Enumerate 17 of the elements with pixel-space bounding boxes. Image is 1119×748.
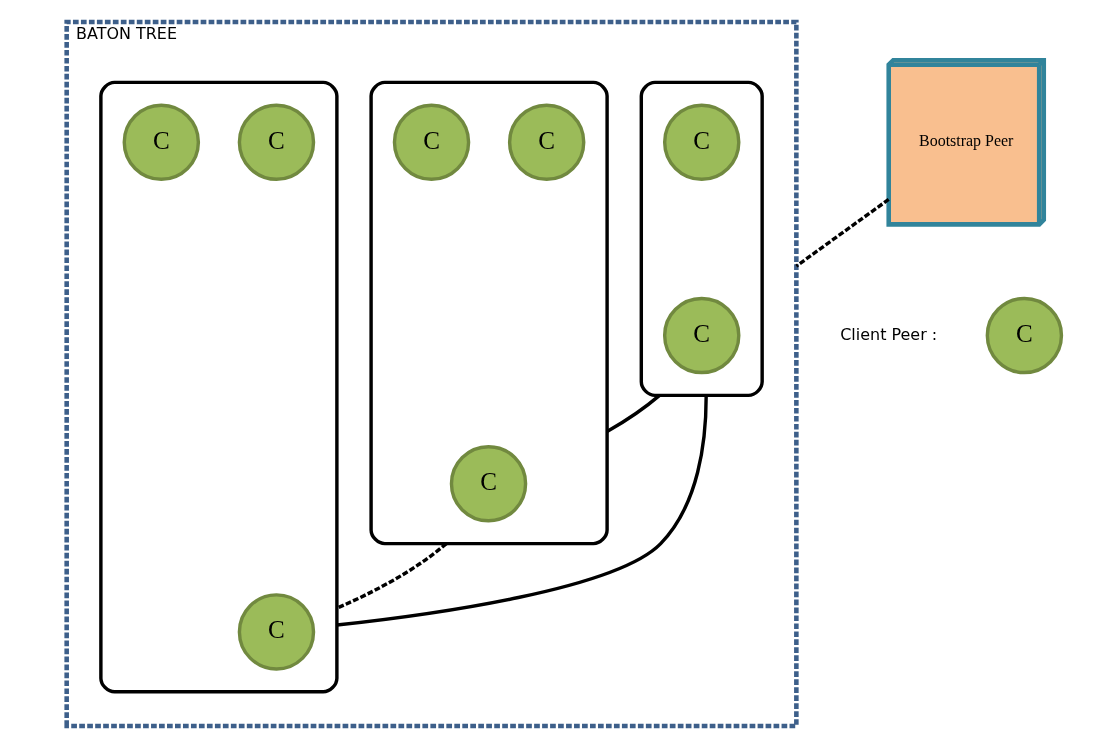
label: Client Peer :	[840, 324, 938, 344]
node-circle: C	[122, 103, 201, 182]
cluster	[99, 80, 339, 694]
connector	[606, 394, 661, 434]
node-circle: C	[237, 103, 316, 182]
connector	[336, 395, 708, 627]
node-circle: C	[985, 296, 1064, 375]
node-circle: C	[449, 444, 528, 523]
cluster	[369, 80, 609, 546]
cluster	[639, 80, 764, 398]
node-circle: C	[392, 103, 471, 182]
node-circle: C	[507, 103, 586, 182]
node-circle: C	[662, 296, 741, 375]
connector	[336, 542, 448, 610]
node-circle: C	[662, 103, 741, 182]
node-circle: C	[237, 593, 316, 671]
connector	[795, 198, 890, 268]
